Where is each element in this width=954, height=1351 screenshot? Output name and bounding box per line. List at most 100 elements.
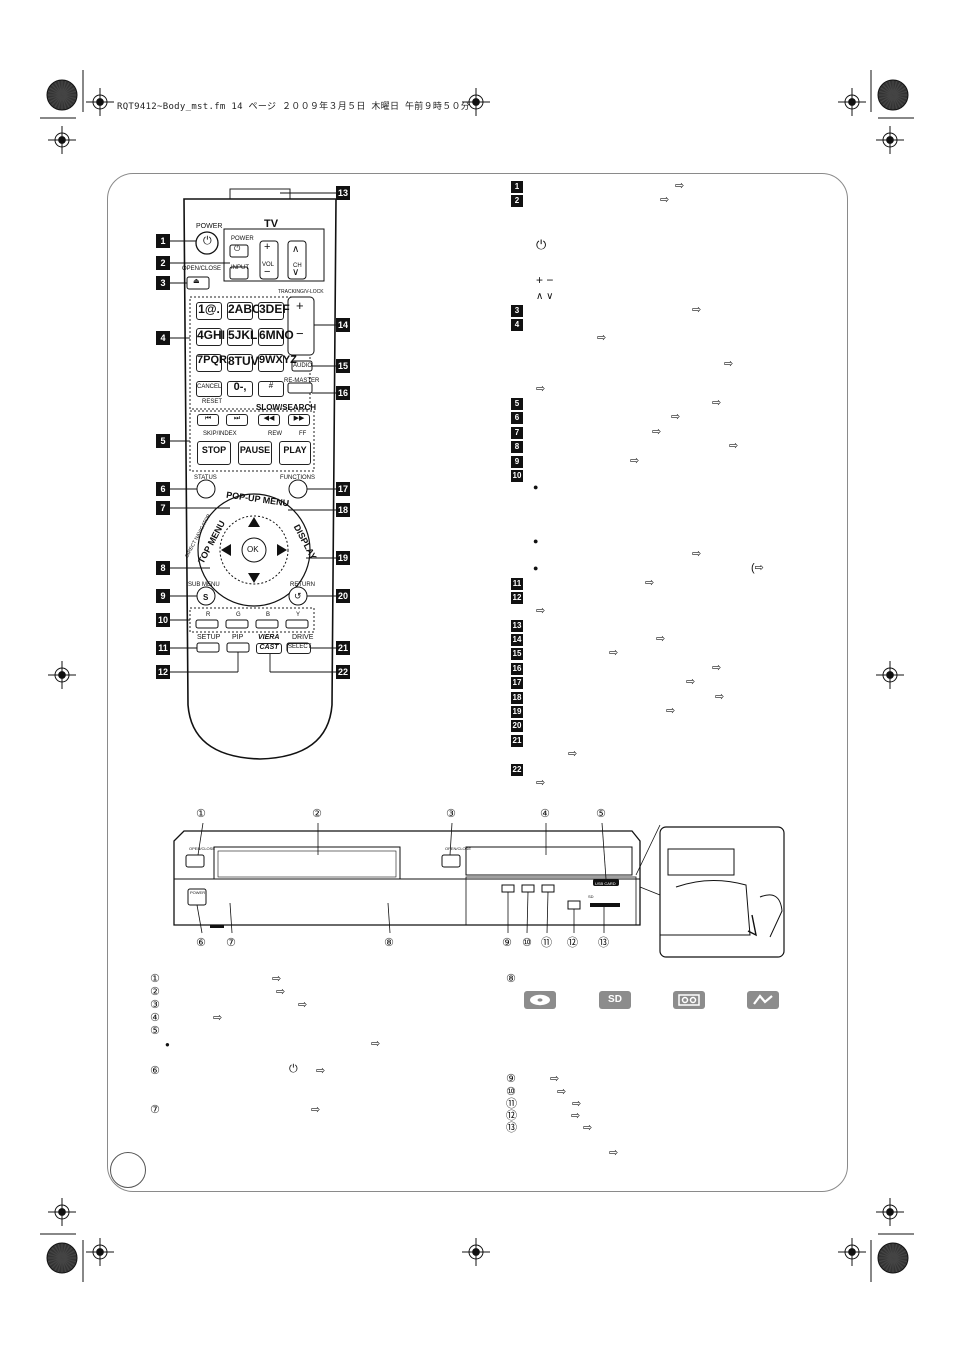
- remaster-label[interactable]: RE-MASTER: [284, 378, 320, 384]
- skip-forward-button[interactable]: ⏭: [226, 414, 248, 426]
- key-g[interactable]: G: [236, 612, 241, 618]
- key-0[interactable]: 0-,: [227, 381, 253, 397]
- callout-3: 3: [156, 276, 170, 290]
- ch-down[interactable]: ∨: [292, 267, 300, 278]
- vol-up[interactable]: +: [264, 241, 271, 253]
- format-sd-icon: SD: [599, 991, 631, 1009]
- tracking-up[interactable]: +: [296, 298, 304, 313]
- desc-arrow-13: ⇨: [645, 577, 655, 589]
- callout-6: 6: [156, 482, 170, 496]
- unit-callout-13: ⑬: [598, 936, 609, 949]
- desc-ch-symbol: ∧ ∨: [536, 291, 554, 302]
- stop-button[interactable]: STOP: [197, 441, 231, 465]
- color-bar-mark-0: [46, 79, 78, 111]
- registration-mark-10: [876, 1198, 904, 1226]
- key-6[interactable]: 6MNO: [258, 328, 294, 346]
- status-label: STATUS: [194, 475, 217, 481]
- legend-left-6: ⑥: [150, 1064, 160, 1077]
- key-7[interactable]: 7PQRS: [196, 354, 234, 372]
- drive-label: DRIVE: [292, 634, 314, 641]
- key-5[interactable]: 5JKL: [227, 328, 257, 346]
- desc-marker-17: 17: [511, 677, 523, 689]
- registration-mark-3: [876, 126, 904, 154]
- audio-label[interactable]: AUDIO: [293, 363, 313, 369]
- key-r[interactable]: R: [206, 612, 211, 618]
- callout-5: 5: [156, 434, 170, 448]
- sub-menu-s[interactable]: S: [203, 593, 209, 602]
- desc-arrow-2: ⇨: [660, 194, 670, 206]
- desc-marker-10: 10: [511, 470, 523, 482]
- registration-mark-1: [86, 88, 114, 116]
- key-hash[interactable]: #: [258, 381, 284, 397]
- desc-marker-4: 4: [511, 319, 523, 331]
- desc-marker-3: 3: [511, 305, 523, 317]
- front-power-label: POWER: [190, 890, 206, 895]
- callout-22: 22: [336, 665, 350, 679]
- registration-mark-4: [48, 661, 76, 689]
- legend-r-arrow-14: ⇨: [609, 1147, 619, 1159]
- color-bar-mark-2: [46, 1242, 78, 1274]
- rew-button[interactable]: ◀◀: [258, 414, 280, 426]
- desc-arrow-20: ⇨: [666, 705, 676, 717]
- key-y[interactable]: Y: [296, 612, 301, 618]
- callout-1: 1: [156, 234, 170, 248]
- legend-r-arrow-9: ⇨: [550, 1073, 560, 1085]
- desc-marker-14: 14: [511, 634, 523, 646]
- key-4[interactable]: 4GHI: [196, 328, 225, 346]
- key-1[interactable]: 1@.: [196, 302, 222, 320]
- desc-marker-22: 22: [511, 764, 523, 776]
- key-cancel[interactable]: CANCEL: [196, 381, 222, 397]
- unit-front-panel-illustration: [173, 822, 785, 958]
- format-disc-icon: [524, 991, 556, 1009]
- input-label[interactable]: INPUT: [231, 265, 249, 271]
- viera-cast-button[interactable]: CAST: [256, 643, 282, 654]
- callout-20: 20: [336, 589, 350, 603]
- tracking-down[interactable]: −: [296, 326, 304, 341]
- desc-marker-6: 6: [511, 412, 523, 424]
- desc-arrow-19: ⇨: [715, 691, 725, 703]
- legend-r-arrow-13: ⇨: [583, 1122, 593, 1134]
- ok-label[interactable]: OK: [247, 545, 259, 554]
- power-icon[interactable]: ⏻: [203, 235, 212, 247]
- ff-button[interactable]: ▶▶: [288, 414, 310, 426]
- desc-marker-1: 1: [511, 181, 523, 193]
- unit-callout-7: ⑦: [226, 936, 236, 949]
- unit-callout-1: ①: [196, 807, 206, 820]
- desc-arrow-6: ⇨: [536, 383, 546, 395]
- eject-icon[interactable]: ⏏: [193, 278, 200, 285]
- skip-back-button[interactable]: ⏮: [197, 414, 219, 426]
- legend-left-3: ③: [150, 998, 160, 1011]
- ff-label: FF: [299, 431, 307, 437]
- desc-paren-arrow: (⇨: [751, 562, 764, 574]
- setup-label: SETUP: [197, 634, 221, 641]
- desc-arrow-15: ⇨: [656, 633, 666, 645]
- callout-11: 11: [156, 641, 170, 655]
- reset-label: RESET: [202, 399, 223, 405]
- key-2[interactable]: 2ABC: [227, 302, 261, 320]
- front-usb-card-label: USB CARD: [595, 881, 616, 886]
- desc-marker-11: 11: [511, 578, 523, 590]
- legend-arrow-5: ⇨: [371, 1038, 381, 1050]
- drive-select-button[interactable]: SELECT: [287, 643, 311, 654]
- unit-callout-10: ⑩: [522, 936, 532, 949]
- desc-arrow-5: ⇨: [724, 358, 734, 370]
- legend-power-symbol: ⏻: [289, 1063, 298, 1075]
- key-b[interactable]: B: [266, 612, 271, 618]
- pause-button[interactable]: PAUSE: [238, 441, 272, 465]
- play-button[interactable]: PLAY: [279, 441, 311, 465]
- key-9[interactable]: 9WXYZ: [258, 354, 297, 372]
- callout-4: 4: [156, 331, 170, 345]
- legend-left-7: ⑦: [150, 1103, 160, 1116]
- vol-down[interactable]: −: [264, 266, 271, 278]
- desc-arrow-9: ⇨: [652, 426, 662, 438]
- legend-arrow-4: ⇨: [213, 1012, 223, 1024]
- key-3[interactable]: 3DEF: [258, 302, 290, 320]
- legend-arrow-2: ⇨: [276, 986, 286, 998]
- tv-power-icon[interactable]: ⏻: [234, 244, 241, 253]
- key-8[interactable]: 8TUV: [227, 354, 259, 372]
- desc-marker-13: 13: [511, 620, 523, 632]
- ch-up[interactable]: ∧: [292, 244, 300, 255]
- return-icon[interactable]: ↺: [294, 591, 302, 601]
- desc-bullet-2: ●: [533, 536, 539, 546]
- slow-search-label: SLOW/SEARCH: [256, 403, 316, 412]
